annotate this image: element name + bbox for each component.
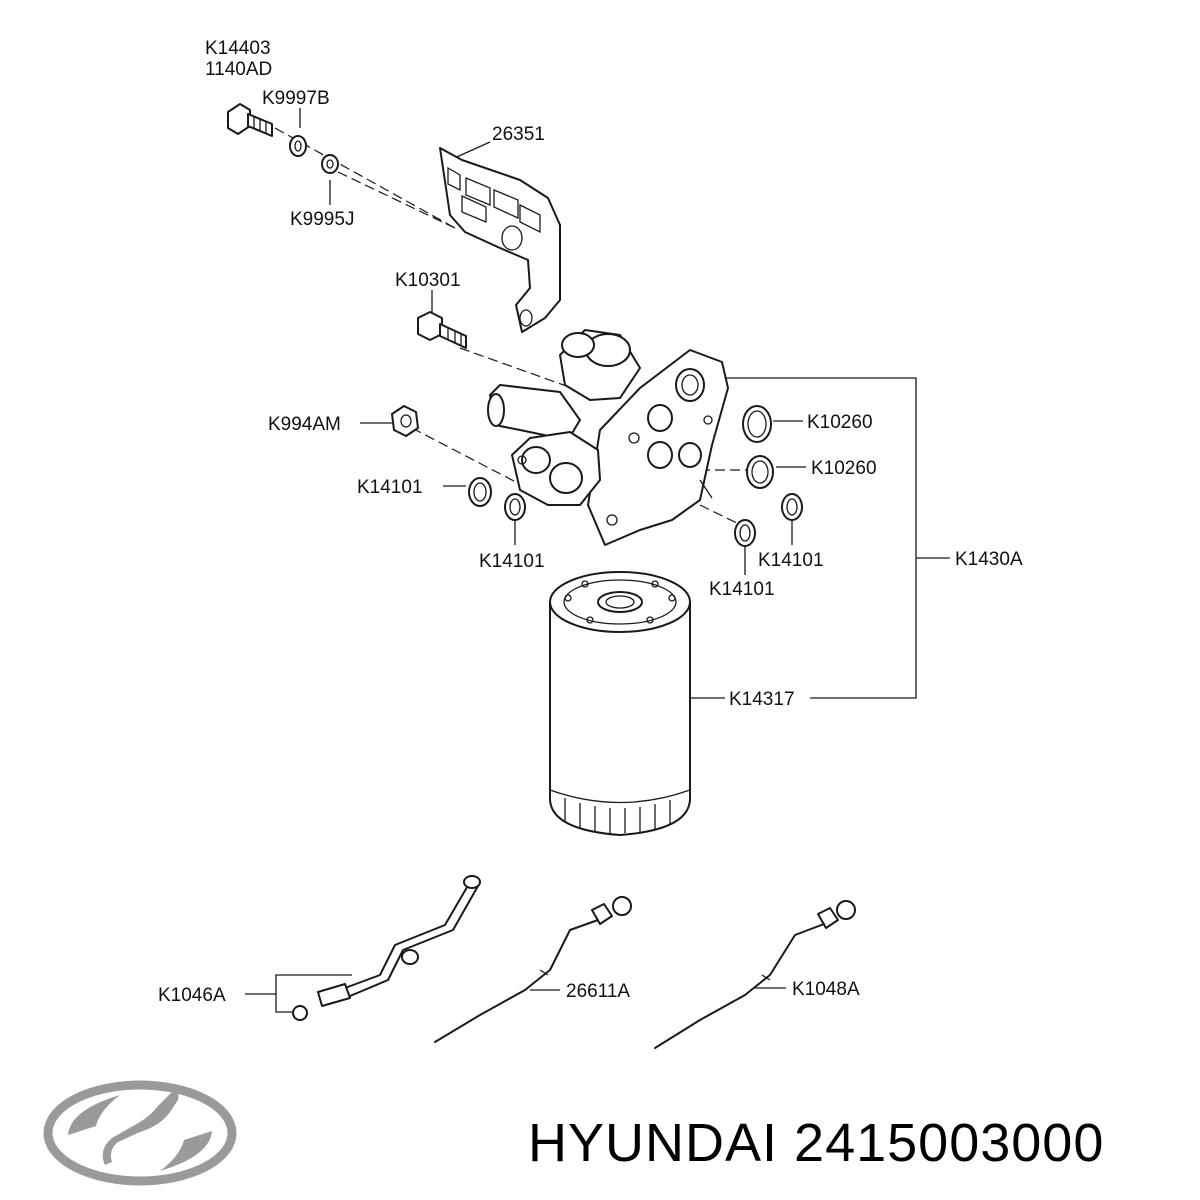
label-k14403: K14403	[205, 38, 271, 59]
washer-k9995j-icon	[321, 154, 339, 174]
nut-k994am-icon	[391, 405, 419, 437]
label-26611a: 26611A	[566, 981, 630, 1002]
label-k1430a: K1430A	[955, 549, 1023, 570]
label-k9995j: K9995J	[290, 209, 354, 230]
filter-housing-k1430a-icon	[487, 329, 729, 546]
washer-k9997b-icon	[289, 135, 307, 157]
label-k10260-lower: K10260	[811, 458, 877, 479]
label-k9997b: K9997B	[262, 88, 330, 109]
o-ring-k14101-a-icon	[468, 477, 492, 507]
bracket-26351-icon	[439, 147, 561, 333]
o-ring-k14101-b-icon	[504, 493, 526, 521]
o-ring-k14101-c-icon	[781, 493, 803, 521]
label-k14101-right: K14101	[758, 550, 824, 571]
label-26351: 26351	[492, 124, 545, 145]
assembly-lines	[245, 108, 950, 1013]
label-k14101-left: K14101	[357, 477, 423, 498]
bolt-k14403-icon	[227, 103, 273, 137]
o-ring-k10260-upper-icon	[742, 405, 772, 443]
dipstick-k1048a-icon	[654, 900, 856, 1049]
label-k14317: K14317	[729, 689, 795, 710]
label-k14101-lower: K14101	[709, 579, 775, 600]
part-number: 2415003000	[794, 1113, 1105, 1173]
label-k14101-center: K14101	[479, 551, 545, 572]
label-k10301: K10301	[395, 270, 461, 291]
part-labels: K14403 1140AD K9997B 26351 K9995J K10301…	[158, 38, 1023, 1006]
dipstick-tube-k1046a-icon	[292, 875, 481, 1021]
brand-name: HYUNDAI	[528, 1113, 779, 1173]
o-ring-k14101-d-icon	[734, 519, 756, 547]
o-ring-k10260-lower-icon	[746, 455, 774, 489]
oil-filter-k14317-icon	[549, 571, 691, 836]
dipstick-26611a-icon	[434, 896, 632, 1043]
hyundai-logo-icon	[43, 1080, 237, 1186]
brand-part-number-caption: HYUNDAI 2415003000	[528, 1108, 1188, 1178]
label-k1048a: K1048A	[792, 979, 860, 1000]
label-k994am: K994AM	[268, 414, 341, 435]
bolt-k10301-icon	[417, 311, 467, 349]
label-k10260-upper: K10260	[807, 412, 873, 433]
label-1140ad: 1140AD	[205, 59, 272, 80]
label-k1046a: K1046A	[158, 985, 226, 1006]
